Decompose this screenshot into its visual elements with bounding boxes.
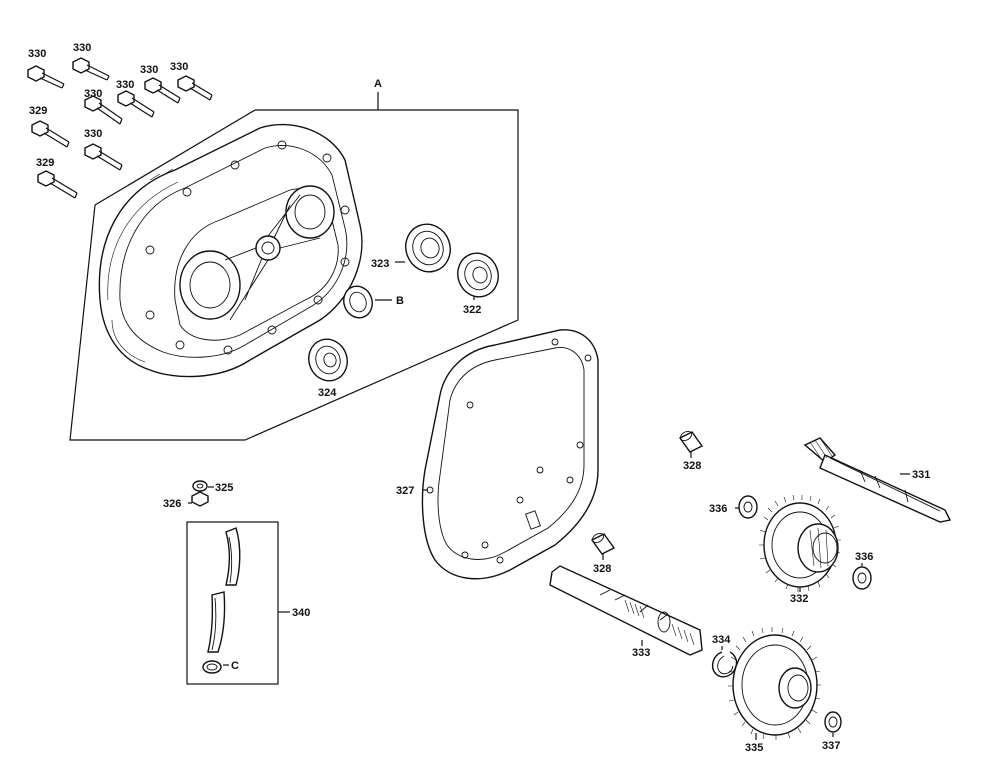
washer-336 — [852, 563, 872, 590]
bolt-group — [27, 57, 213, 199]
label-b: B — [396, 295, 404, 307]
label-a: A — [374, 78, 382, 90]
label-324: 324 — [318, 387, 337, 399]
dowel-pin — [590, 532, 616, 560]
transmission-cover — [98, 123, 363, 378]
shaft-331 — [803, 437, 952, 523]
label-337: 337 — [822, 740, 840, 752]
gasket-327 — [421, 329, 599, 580]
part-labels: 330 330 330 330 330 330 330 329 329 A 32… — [28, 42, 930, 754]
label-322: 322 — [463, 304, 481, 316]
label-327: 327 — [396, 485, 414, 497]
label-330: 330 — [140, 64, 158, 76]
gear-335 — [728, 627, 821, 740]
label-329: 329 — [36, 157, 54, 169]
bearing-322 — [457, 252, 499, 300]
gear-332 — [759, 494, 841, 592]
label-330: 330 — [73, 42, 91, 54]
label-328: 328 — [593, 563, 611, 575]
bolt — [84, 95, 123, 125]
label-330: 330 — [84, 88, 102, 100]
shaft-333 — [549, 565, 703, 656]
dowel-pin — [678, 430, 704, 458]
bolt — [84, 143, 123, 171]
circlip-334 — [711, 646, 738, 678]
bearing-323 — [395, 223, 451, 273]
needle-bearing-b — [343, 285, 392, 319]
label-325: 325 — [215, 482, 233, 494]
label-340: 340 — [292, 607, 310, 619]
label-323: 323 — [371, 258, 389, 270]
bolt — [117, 90, 155, 118]
label-330: 330 — [28, 48, 46, 60]
label-336: 336 — [709, 503, 727, 515]
washer-337 — [824, 711, 842, 737]
bolt — [31, 120, 70, 148]
clamp-c — [202, 660, 229, 674]
label-330: 330 — [170, 61, 188, 73]
label-c: C — [231, 660, 239, 672]
label-332: 332 — [790, 593, 808, 605]
bolt — [144, 77, 181, 104]
label-336: 336 — [855, 551, 873, 563]
assembly-bracket — [69, 92, 519, 441]
label-328: 328 — [683, 460, 701, 472]
bolt — [27, 65, 65, 89]
washer-336 — [735, 495, 758, 519]
bolt — [177, 75, 213, 101]
bolt — [37, 170, 78, 199]
label-331: 331 — [912, 469, 930, 481]
label-335: 335 — [745, 742, 763, 754]
label-326: 326 — [163, 498, 181, 510]
seal-325 — [192, 480, 214, 492]
bearing-324 — [308, 338, 348, 382]
label-330: 330 — [84, 128, 102, 140]
hose-bracket — [186, 521, 279, 685]
plug-326 — [188, 491, 209, 507]
hose-340 — [207, 527, 241, 653]
label-330: 330 — [116, 79, 134, 91]
bolt — [72, 57, 110, 81]
label-334: 334 — [712, 634, 731, 646]
label-333: 333 — [632, 647, 650, 659]
label-329: 329 — [29, 105, 47, 117]
